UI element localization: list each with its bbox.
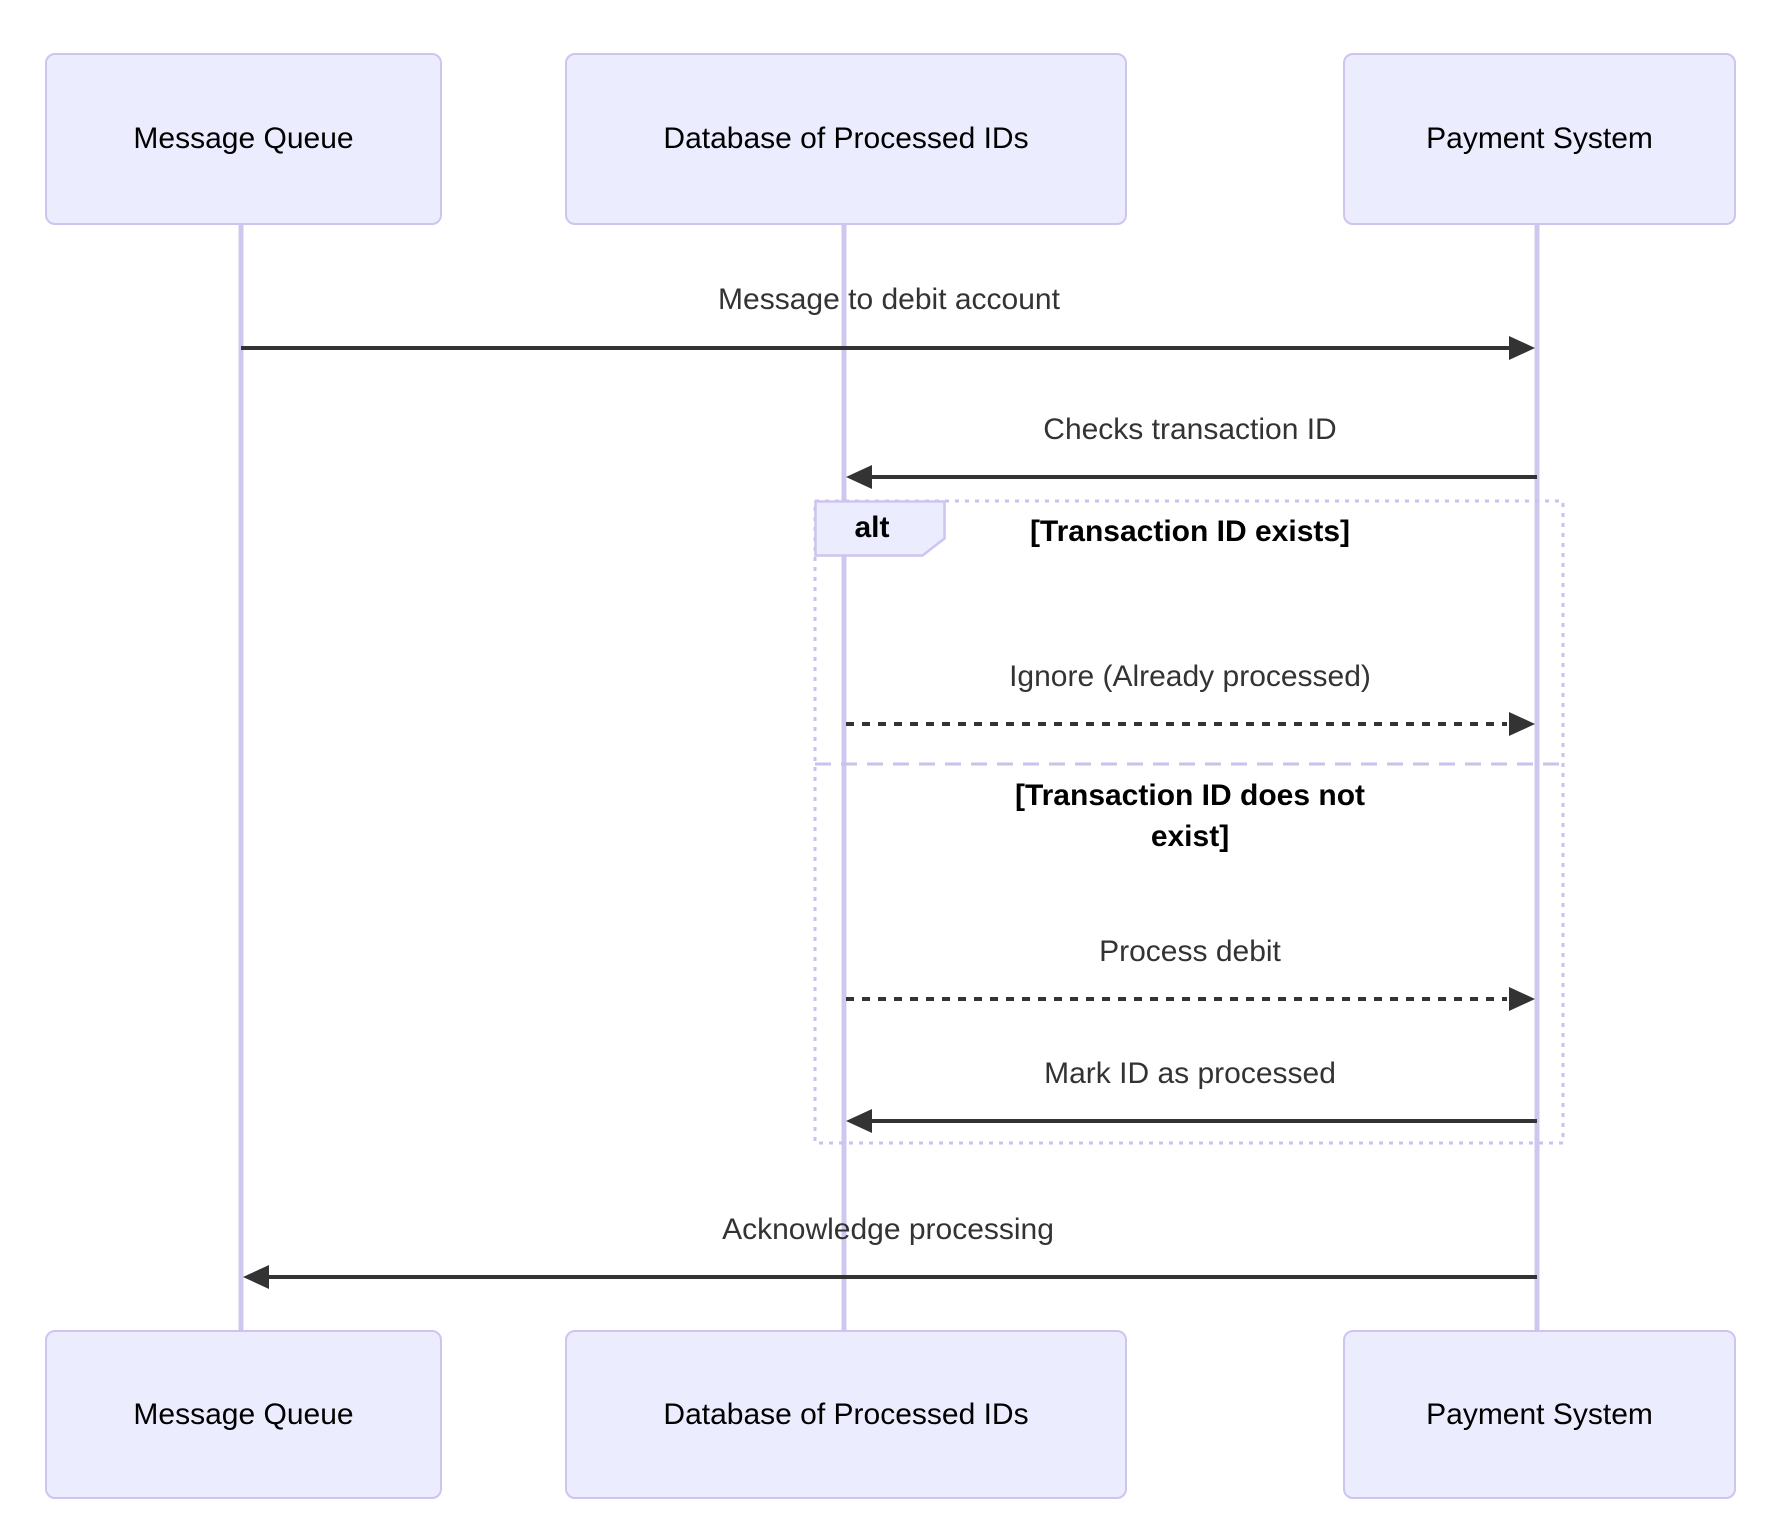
alt-condition-exists: [Transaction ID exists]: [1029, 515, 1351, 548]
arrowhead-right: [1509, 987, 1535, 1011]
actor-database-bottom: Database of Processed IDs: [565, 1330, 1127, 1499]
alt-frame: [813, 499, 1565, 1145]
arrowhead-left: [243, 1265, 269, 1289]
alt-condition-not-exists: [Transaction ID does not exist]: [1014, 779, 1366, 854]
actor-payment-system-top: Payment System: [1343, 53, 1736, 225]
actor-message-queue-top: Message Queue: [45, 53, 442, 225]
message-label-process-debit: Process debit: [1099, 935, 1281, 968]
actor-message-queue-bottom: Message Queue: [45, 1330, 442, 1499]
actor-payment-system-bottom: Payment System: [1343, 1330, 1736, 1499]
arrowhead-right: [1509, 336, 1535, 360]
message-label-checks-transaction-id: Checks transaction ID: [1043, 413, 1337, 446]
arrowhead-left: [846, 465, 872, 489]
alt-label: alt: [854, 511, 890, 544]
message-label-mark-id-as-processed: Mark ID as processed: [1044, 1057, 1336, 1090]
arrowhead-right: [1509, 712, 1535, 736]
message-label-acknowledge-processing: Acknowledge processing: [722, 1213, 1054, 1246]
actor-database-top: Database of Processed IDs: [565, 53, 1127, 225]
message-label-message-to-debit-account: Message to debit account: [718, 283, 1060, 316]
alt-label-pentagon: [814, 500, 946, 557]
message-label-ignore-already-processed: Ignore (Already processed): [1009, 660, 1371, 693]
arrowhead-left: [846, 1109, 872, 1133]
